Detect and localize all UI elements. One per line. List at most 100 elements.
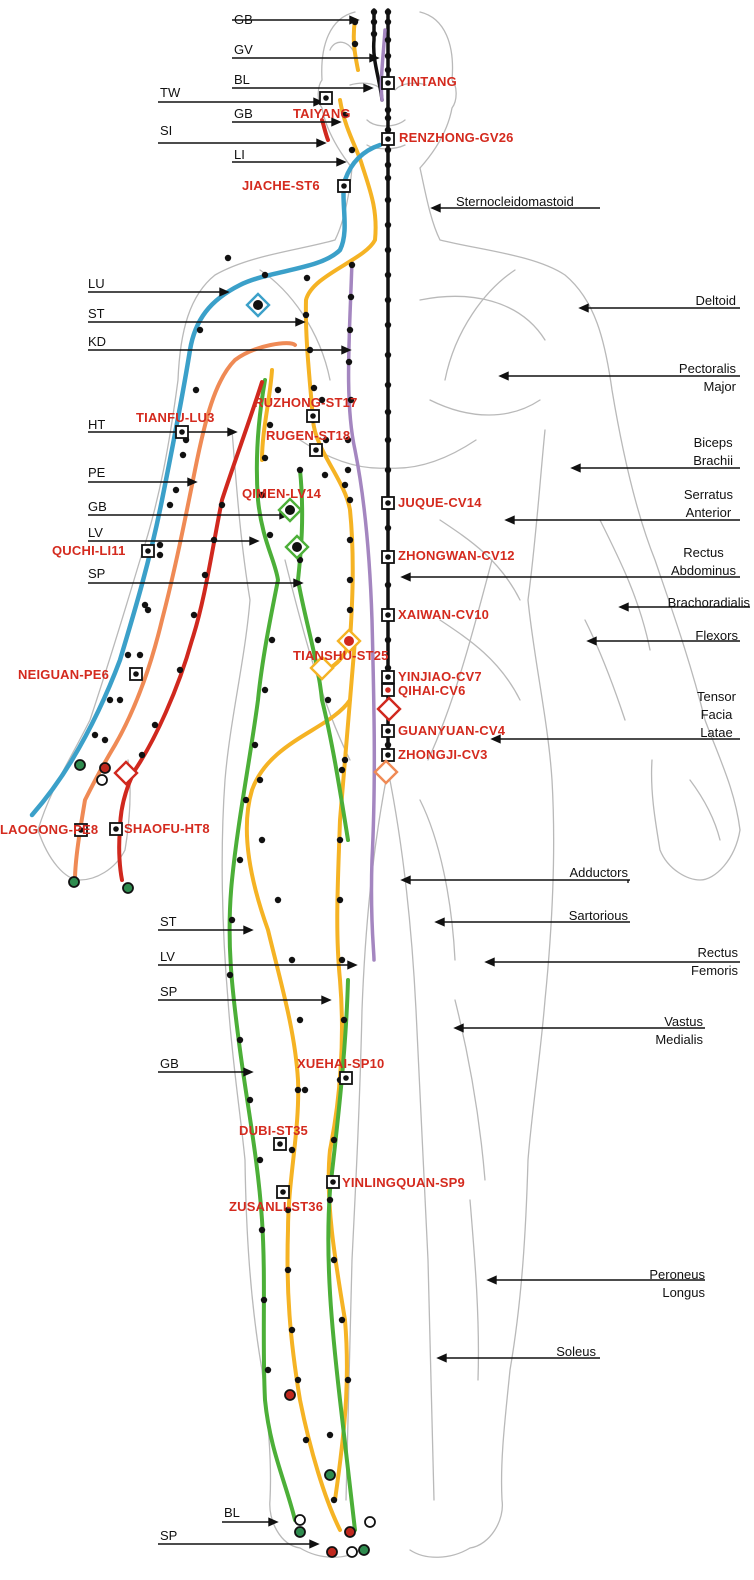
- tip-point-3: [69, 877, 79, 887]
- meridian-dot-71: [173, 487, 179, 493]
- dot-point-icon: [317, 663, 327, 673]
- meridian-dot-131: [302, 1087, 308, 1093]
- tip-point-7: [325, 1470, 335, 1480]
- meridian-dot-15: [385, 222, 391, 228]
- marker-qihai: [382, 684, 394, 696]
- dot-point-icon: [385, 752, 391, 758]
- muscle-label-pectoralis: Pectoralis Major: [679, 360, 736, 396]
- leader-arrowhead-r-3: [572, 465, 580, 472]
- channel-label-gb_head2: GB: [234, 107, 253, 120]
- leader-arrowhead-15: [244, 927, 252, 934]
- point-label-guanyuan: GUANYUAN-CV4: [398, 724, 505, 737]
- leader-arrowhead-r-2: [500, 373, 508, 380]
- marker-xuehai: [340, 1072, 352, 1084]
- marker-neiguan: [130, 668, 142, 680]
- meridian-dot-116: [337, 837, 343, 843]
- marker-juque: [382, 497, 394, 509]
- muscle-label-brachoradialis: Brachoradialis: [668, 594, 750, 612]
- channel-label-bl_foot: BL: [224, 1506, 240, 1519]
- point-label-laogong: LAOGONG-PE8: [0, 823, 98, 836]
- meridian-dot-53: [352, 19, 358, 25]
- meridian-dot-99: [247, 1097, 253, 1103]
- meridian-dot-5: [385, 37, 391, 43]
- dot-point-icon: [343, 1075, 349, 1081]
- muscle-label-sartorious: Sartorious: [569, 907, 628, 925]
- meridian-dot-44: [347, 537, 353, 543]
- meridian-dot-89: [117, 697, 123, 703]
- meridian-dot-61: [267, 532, 273, 538]
- meridian-dot-108: [297, 1017, 303, 1023]
- lung-channel-line: [32, 145, 380, 815]
- meridian-dot-86: [157, 552, 163, 558]
- meridian-dot-92: [262, 687, 268, 693]
- point-label-zhongji: ZHONGJI-CV3: [398, 748, 488, 761]
- marker-lv13: [286, 536, 308, 558]
- meridian-dot-42: [345, 467, 351, 473]
- meridian-dot-18: [385, 297, 391, 303]
- meridian-dot-7: [385, 67, 391, 73]
- point-label-dubi: DUBI-ST35: [239, 1124, 308, 1137]
- meridian-dot-49: [307, 347, 313, 353]
- leader-arrowhead-2: [364, 85, 372, 92]
- dot-point-icon: [385, 674, 391, 680]
- meridian-dot-72: [157, 542, 163, 548]
- si-head-line: [322, 120, 328, 140]
- meridian-dot-24: [385, 467, 391, 473]
- leader-arrowhead-r-0: [432, 205, 440, 212]
- leader-arrowhead-16: [348, 962, 356, 969]
- outline-stroke-24: [430, 400, 540, 415]
- meridian-lines: [32, 10, 388, 1530]
- outline-stroke-23: [420, 296, 545, 340]
- marker-quchi: [142, 545, 154, 557]
- meridian-dot-87: [145, 607, 151, 613]
- meridian-dot-79: [202, 572, 208, 578]
- channel-label-gb_head: GB: [234, 13, 253, 26]
- leader-arrowhead-17: [322, 997, 330, 1004]
- tip-point-8: [345, 1527, 355, 1537]
- meridian-dot-20: [385, 352, 391, 358]
- leader-arrowhead-r-5: [402, 574, 410, 581]
- meridian-dot-11: [385, 147, 391, 153]
- meridian-dot-0: [371, 9, 377, 15]
- dot-point-icon: [121, 768, 131, 778]
- meridian-dot-65: [322, 472, 328, 478]
- meridian-dot-14: [385, 197, 391, 203]
- meridian-dot-9: [385, 115, 391, 121]
- meridian-dot-114: [295, 1377, 301, 1383]
- meridian-dot-97: [227, 972, 233, 978]
- marker-zhongji: [382, 749, 394, 761]
- gall-bladder-line: [230, 380, 295, 1520]
- outline-stroke-11: [410, 1548, 470, 1557]
- marker-tianfu: [176, 426, 188, 438]
- meridian-dot-36: [349, 262, 355, 268]
- outline-stroke-29: [470, 1200, 478, 1380]
- marker-renzhong: [382, 133, 394, 145]
- leader-arrowhead-r-4: [506, 517, 514, 524]
- channel-label-tw: TW: [160, 86, 180, 99]
- meridian-dot-12: [385, 162, 391, 168]
- dot-point-icon: [133, 671, 139, 677]
- muscle-label-sternocleidomastoid: Sternocleidomastoid: [456, 193, 574, 211]
- meridian-dot-91: [269, 637, 275, 643]
- dot-point-icon: [385, 728, 391, 734]
- meridian-dot-78: [211, 537, 217, 543]
- meridian-dot-43: [347, 497, 353, 503]
- tip-point-0: [75, 760, 85, 770]
- meridian-dot-84: [180, 452, 186, 458]
- muscle-label-tensor: Tensor Facia Latae: [697, 688, 736, 742]
- meridian-dot-50: [311, 385, 317, 391]
- meridian-dot-56: [349, 147, 355, 153]
- dot-point-icon: [344, 636, 354, 646]
- meridian-dot-135: [303, 1437, 309, 1443]
- meridian-dot-100: [257, 1157, 263, 1163]
- point-label-quchi: QUCHI-LI11: [52, 544, 126, 557]
- channel-label-lv: LV: [88, 526, 103, 539]
- leader-arrowhead-r-12: [455, 1025, 463, 1032]
- leader-arrowhead-8: [296, 319, 304, 326]
- leader-arrowhead-r-9: [402, 877, 410, 884]
- meridian-dot-101: [259, 1227, 265, 1233]
- point-label-yinjiao: YINJIAO-CV7: [398, 670, 482, 683]
- channel-label-st_leg: ST: [160, 915, 177, 928]
- dot-point-icon: [280, 1189, 286, 1195]
- marker-zhongwan: [382, 551, 394, 563]
